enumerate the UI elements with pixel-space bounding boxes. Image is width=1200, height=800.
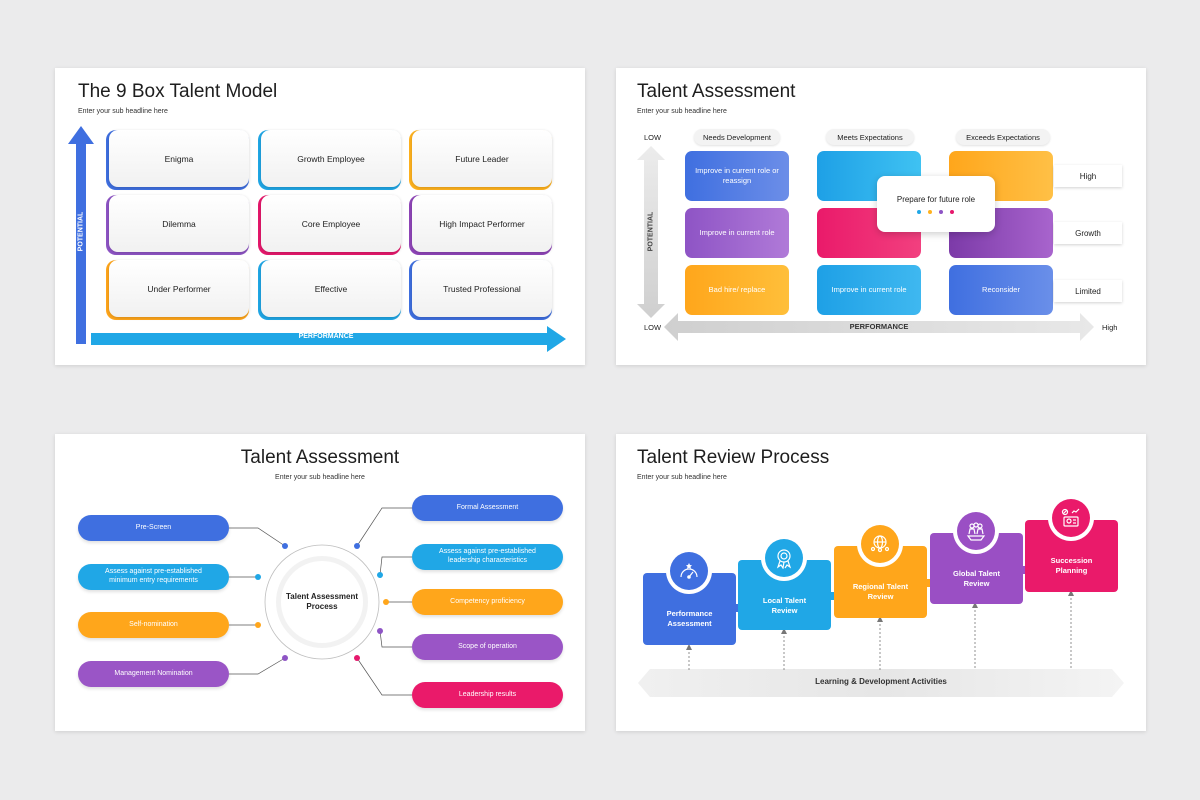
step-label: Performance Assessment bbox=[666, 609, 713, 628]
step-label: Local Talent Review bbox=[762, 596, 807, 615]
slide-subtitle: Enter your sub headline here bbox=[275, 474, 365, 481]
box-under-performer: Under Performer bbox=[106, 260, 249, 320]
planning-chart-icon bbox=[1061, 508, 1080, 527]
potential-axis-arrow bbox=[637, 146, 665, 318]
column-header-exceeds-expectations: Exceeds Expectations bbox=[956, 129, 1050, 145]
step-label: Succession Planning bbox=[1050, 556, 1093, 575]
slide-subtitle: Enter your sub headline here bbox=[637, 108, 727, 115]
step-icon-circle bbox=[953, 508, 999, 554]
slide-talent-assessment-grid: Talent Assessment Enter your sub headlin… bbox=[616, 68, 1146, 365]
slide-talent-review-process: Talent Review Process Enter your sub hea… bbox=[616, 434, 1146, 731]
slide-9-box-talent-model: The 9 Box Talent Model Enter your sub he… bbox=[55, 68, 585, 365]
development-band bbox=[638, 669, 1124, 697]
award-badge-icon bbox=[776, 549, 792, 569]
step-icon-circle bbox=[666, 548, 712, 594]
axis-low-top: LOW bbox=[644, 133, 662, 142]
column-header-needs-development: Needs Development bbox=[694, 129, 780, 145]
box-effective: Effective bbox=[258, 260, 401, 320]
slide-title: Talent Review Process bbox=[637, 447, 830, 468]
column-header-meets-expectations: Meets Expectations bbox=[826, 129, 914, 145]
box-enigma: Enigma bbox=[106, 130, 249, 190]
gauge-stars-icon bbox=[680, 563, 698, 579]
left-pill-minimum-entry: Assess against pre-established minimum e… bbox=[78, 564, 229, 590]
potential-axis-label: POTENTIAL bbox=[647, 211, 655, 252]
row-label-high: High bbox=[1054, 165, 1122, 187]
row-label-limited: Limited bbox=[1054, 280, 1122, 302]
step-icon-circle bbox=[761, 535, 807, 581]
potential-axis-label: POTENTIAL bbox=[77, 211, 85, 252]
dot-icon bbox=[950, 210, 954, 214]
box-growth-employee: Growth Employee bbox=[258, 130, 401, 190]
right-pill-competency-proficiency: Competency proficiency bbox=[412, 589, 563, 615]
people-group-icon bbox=[966, 522, 986, 541]
right-pill-leadership-results: Leadership results bbox=[412, 682, 563, 708]
box-high-impact-performer: High Impact Performer bbox=[409, 195, 552, 255]
performance-axis-arrow bbox=[664, 313, 1094, 341]
step-label: Regional Talent Review bbox=[852, 582, 909, 601]
axis-high: High bbox=[1102, 323, 1118, 332]
tile-r2c1: Improve in current role bbox=[685, 208, 789, 258]
step-label: Global Talent Review bbox=[953, 569, 1000, 588]
development-band-label: Learning & Development Activities bbox=[815, 677, 947, 686]
tile-r3c3: Reconsider bbox=[949, 265, 1053, 315]
box-dilemma: Dilemma bbox=[106, 195, 249, 255]
dot-icon bbox=[939, 210, 943, 214]
performance-axis-label: PERFORMANCE bbox=[298, 333, 354, 340]
step-icon-circle bbox=[857, 521, 903, 567]
connector-lines bbox=[229, 507, 412, 696]
center-process-label: Talent Assessment Process bbox=[285, 592, 359, 612]
left-pill-management-nomination: Management Nomination bbox=[78, 661, 229, 687]
right-pill-scope-of-operation: Scope of operation bbox=[412, 634, 563, 660]
slide-subtitle: Enter your sub headline here bbox=[637, 474, 727, 481]
box-core-employee: Core Employee bbox=[258, 195, 401, 255]
right-pill-formal-assessment: Formal Assessment bbox=[412, 495, 563, 521]
box-trusted-professional: Trusted Professional bbox=[409, 260, 552, 320]
popup-card: Prepare for future role bbox=[877, 176, 995, 232]
box-future-leader: Future Leader bbox=[409, 130, 552, 190]
potential-axis-arrow bbox=[68, 126, 94, 344]
slide-title: Talent Assessment bbox=[240, 447, 400, 468]
popup-label: Prepare for future role bbox=[896, 195, 976, 204]
slide-title: The 9 Box Talent Model bbox=[78, 81, 278, 102]
tile-r1c1: Improve in current role or reassign bbox=[685, 151, 789, 201]
tile-r3c1: Bad hire/ replace bbox=[685, 265, 789, 315]
dot-icon bbox=[917, 210, 921, 214]
performance-axis-label: PERFORMANCE bbox=[849, 322, 909, 331]
row-label-growth: Growth bbox=[1054, 222, 1122, 244]
performance-axis-arrow bbox=[91, 326, 566, 352]
right-pill-leadership-characteristics: Assess against pre-established leadershi… bbox=[412, 544, 563, 570]
step-icon-circle bbox=[1048, 495, 1094, 541]
left-pill-self-nomination: Self-nomination bbox=[78, 612, 229, 638]
globe-people-icon bbox=[870, 535, 890, 553]
tile-r3c2: Improve in current role bbox=[817, 265, 921, 315]
step-box-succession-planning: Succession Planning bbox=[1025, 520, 1118, 592]
slide-subtitle: Enter your sub headline here bbox=[78, 108, 168, 115]
slide-title: Talent Assessment bbox=[637, 81, 796, 102]
axis-low-left: LOW bbox=[644, 323, 662, 332]
slide-talent-assessment-process: Talent Assessment Enter your sub headlin… bbox=[55, 434, 585, 731]
left-pill-pre-screen: Pre-Screen bbox=[78, 515, 229, 541]
dot-icon bbox=[928, 210, 932, 214]
